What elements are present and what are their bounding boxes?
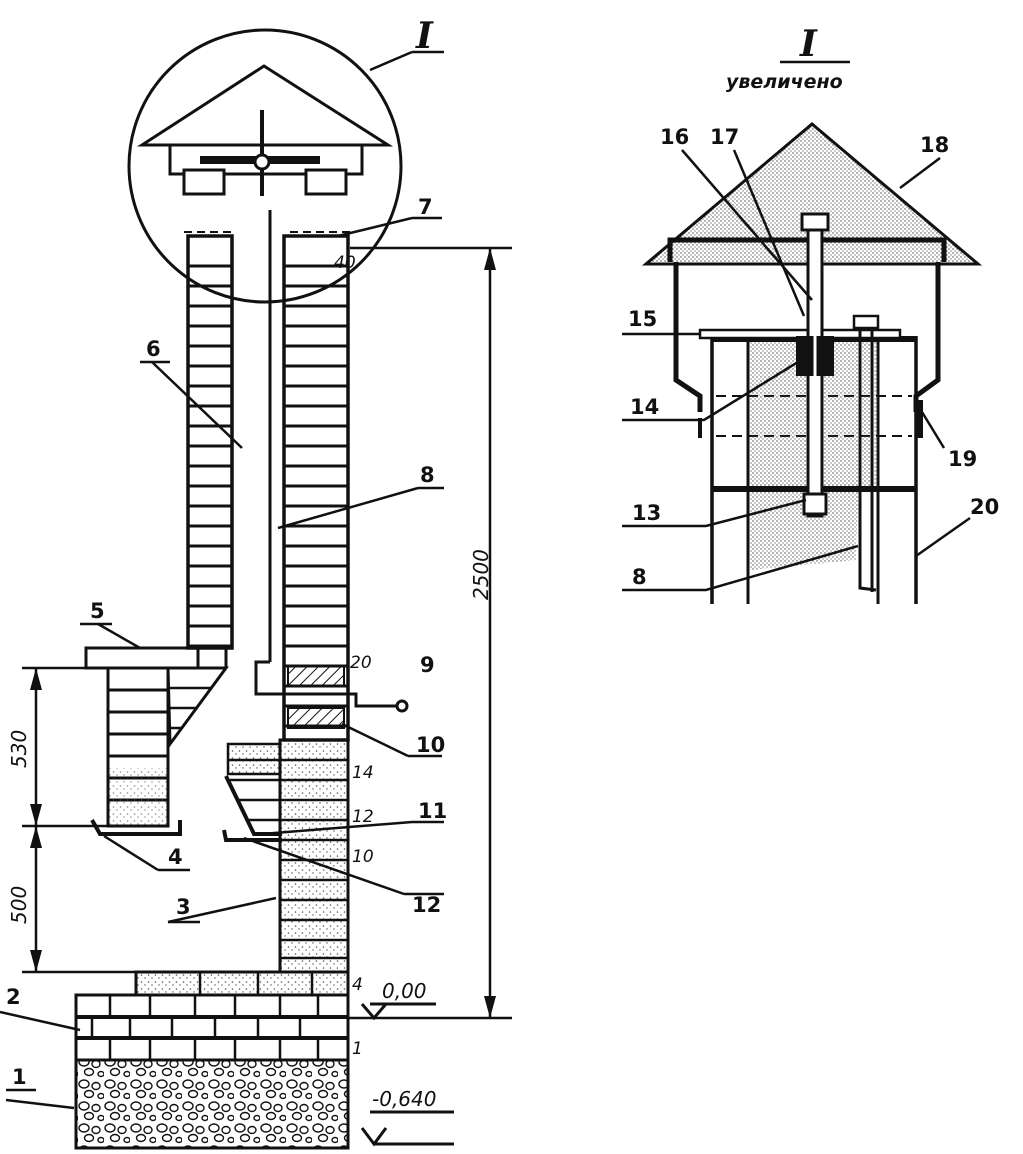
label-part-19: 19 xyxy=(948,447,977,471)
label-part-8-detail: 8 xyxy=(632,565,647,589)
label-part-15: 15 xyxy=(628,307,657,331)
label-part-7: 7 xyxy=(418,195,433,219)
left-lower-wall xyxy=(106,666,229,828)
ash-grate-right xyxy=(222,829,282,842)
stove-plate xyxy=(84,646,200,670)
label-part-8: 8 xyxy=(420,463,435,487)
dim-total-height: 2500 xyxy=(469,549,493,600)
chimney-left-wall xyxy=(186,234,234,668)
course-number-1: 1 xyxy=(352,1039,363,1059)
label-part-10: 10 xyxy=(416,733,445,757)
course-number-4: 4 xyxy=(352,975,363,995)
detail-subtitle: увеличено xyxy=(726,71,843,93)
label-part-2: 2 xyxy=(6,985,21,1009)
dim-upper-span: 530 xyxy=(7,730,31,768)
main-section: 1 2 3 4 5 6 7 8 9 10 11 12 I 2500 530 50… xyxy=(0,15,512,1150)
base-brickwork xyxy=(74,970,350,1062)
main-leader-lines xyxy=(0,216,444,1110)
damper-rod xyxy=(254,210,409,713)
label-part-12: 12 xyxy=(412,893,441,917)
label-part-16: 16 xyxy=(660,125,689,149)
label-part-4: 4 xyxy=(168,845,183,869)
level-zero: 0,00 xyxy=(382,979,427,1003)
dim-lower-span: 500 xyxy=(7,886,31,924)
right-lower-wall xyxy=(224,738,350,974)
detail-callout-circle xyxy=(127,28,444,304)
course-number-20: 20 xyxy=(350,653,372,673)
label-part-13: 13 xyxy=(632,501,661,525)
label-part-20: 20 xyxy=(970,495,999,519)
course-number-10: 10 xyxy=(352,847,374,867)
label-part-17: 17 xyxy=(710,125,739,149)
label-part-6: 6 xyxy=(146,337,161,361)
enlarged-detail: I увеличено xyxy=(622,23,999,604)
dim-cap-gap: 40 xyxy=(334,253,356,273)
label-part-5: 5 xyxy=(90,599,105,623)
callout-mark: I xyxy=(415,15,434,57)
label-part-18: 18 xyxy=(920,133,949,157)
foundation-rubble xyxy=(74,1058,350,1150)
label-part-11: 11 xyxy=(418,799,447,823)
label-part-9: 9 xyxy=(420,653,435,677)
course-number-12: 12 xyxy=(352,807,374,827)
chimney-right-wall xyxy=(282,234,350,742)
dimension-lines xyxy=(22,246,512,1147)
course-number-14: 14 xyxy=(352,763,374,783)
detail-title: I xyxy=(799,23,818,65)
label-part-14: 14 xyxy=(630,395,659,419)
label-part-1: 1 xyxy=(12,1065,27,1089)
level-foundation: -0,640 xyxy=(372,1087,436,1111)
label-part-3: 3 xyxy=(176,895,191,919)
